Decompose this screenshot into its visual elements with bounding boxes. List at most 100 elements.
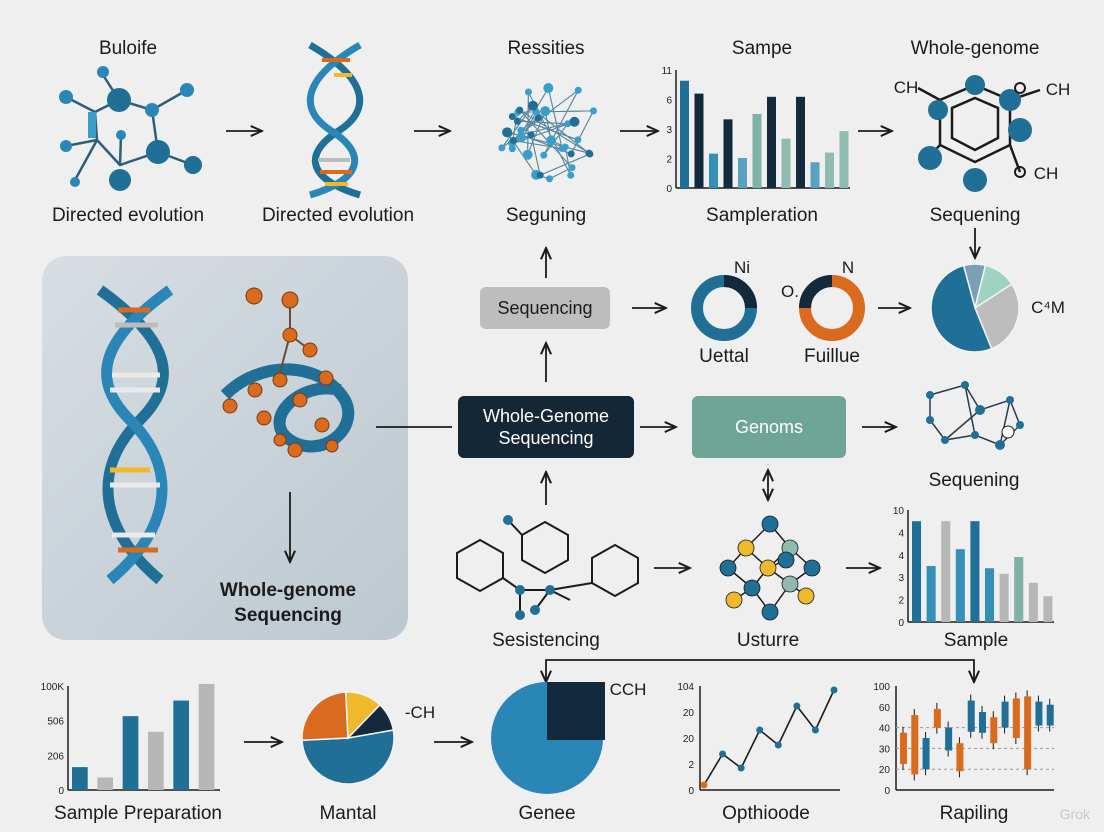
network-node	[498, 144, 506, 152]
col3-title: Ressities	[507, 38, 585, 59]
network-node	[590, 107, 598, 115]
network-node	[509, 137, 517, 145]
y-tick-label: 104	[677, 682, 694, 693]
network-edge	[535, 111, 591, 155]
wgs-line2: Sequencing	[498, 428, 594, 448]
genee-pie-chart	[491, 682, 605, 794]
pie-slice	[974, 282, 1020, 350]
mantal-pie-chart	[301, 691, 395, 785]
bar	[999, 573, 1009, 622]
genee-caption: Genee	[518, 803, 576, 824]
y-tick-label: 2	[898, 596, 904, 607]
y-tick-label: 30	[879, 744, 891, 755]
hexagon-atoms	[918, 75, 1032, 192]
cluster-atom	[777, 551, 795, 569]
bar	[926, 566, 936, 622]
line-point	[719, 750, 727, 758]
donut-chart-fuillue	[799, 275, 865, 341]
donut1-caption: Uettal	[699, 346, 749, 367]
col1-title: Buloife	[98, 38, 158, 59]
network-edge	[511, 87, 549, 150]
bar	[781, 138, 791, 188]
molecule-graph-icon	[65, 74, 194, 181]
y-tick-label: 10	[893, 506, 905, 517]
network-edge	[539, 153, 591, 176]
network-node	[502, 127, 513, 138]
bar	[1014, 557, 1024, 622]
y-tick-label: 0	[58, 786, 64, 797]
network-graph-nodes	[926, 381, 1024, 450]
y-tick-label: 0	[884, 786, 890, 797]
bar	[796, 96, 805, 188]
candle	[1046, 704, 1054, 726]
pie-slice	[930, 264, 993, 353]
network-cluster-icon	[498, 83, 598, 183]
network-node	[568, 164, 576, 172]
panel-title: Whole-genome Sequencing	[220, 578, 356, 628]
y-tick-label: 60	[879, 703, 891, 714]
benzene-atoms	[503, 515, 555, 620]
genoms-box[interactable]: Genoms	[692, 396, 846, 458]
network-node	[546, 135, 557, 146]
donut2-caption: Fuillue	[804, 346, 860, 367]
network-edge	[547, 87, 563, 149]
network-edge	[513, 140, 563, 150]
network-node	[586, 150, 594, 158]
molecule-caption: Sesistencing	[492, 630, 600, 651]
candle	[990, 717, 998, 744]
y-tick-label: 206	[47, 751, 64, 762]
line-series	[703, 689, 835, 786]
bar	[1028, 582, 1038, 622]
cluster-atom	[737, 539, 755, 557]
line-point	[793, 702, 801, 710]
molecule-atoms	[59, 66, 202, 191]
cluster-atom	[803, 559, 821, 577]
y-tick-label: 11	[662, 66, 673, 77]
line-point	[737, 764, 745, 772]
network-node	[574, 136, 582, 144]
cluster-atom	[725, 591, 743, 609]
network-node	[567, 150, 575, 158]
panel-dna-icon	[96, 285, 174, 585]
network-edge	[517, 110, 594, 113]
network-caption: Sequening	[928, 470, 1020, 491]
bar	[985, 568, 995, 622]
y-tick-label: 20	[879, 765, 891, 776]
benzene-molecule-icon	[456, 519, 639, 615]
y-tick-label: 4	[898, 528, 904, 539]
network-node	[567, 171, 575, 179]
cluster-atom	[761, 603, 779, 621]
network-edge	[527, 110, 546, 155]
bar	[709, 153, 718, 188]
genee-tag: CCH	[609, 680, 647, 699]
y-tick-label: 100	[873, 682, 890, 693]
bar	[941, 521, 951, 622]
bar	[148, 731, 164, 790]
mantal-caption: Mantal	[319, 803, 377, 824]
pie-slice	[547, 682, 605, 740]
dna-helix-icon	[306, 41, 364, 199]
y-tick-label: 0	[898, 618, 904, 629]
col5-caption: Sequening	[929, 205, 1021, 226]
y-tick-label: 20	[683, 708, 695, 719]
bar	[680, 80, 689, 188]
atom-ch-2: CH	[1045, 80, 1071, 99]
mantal-tag: -CH	[404, 703, 436, 722]
panel-protein-icon	[220, 287, 355, 458]
network-edge	[501, 105, 534, 149]
opthioode-caption: Opthioode	[722, 803, 810, 824]
candle	[900, 732, 907, 764]
cluster-atom	[743, 579, 761, 597]
sequencing-box[interactable]: Sequencing	[480, 287, 610, 329]
bar	[694, 93, 704, 188]
line-point	[700, 781, 708, 789]
bar	[955, 549, 965, 622]
line-point	[756, 726, 764, 734]
network-node	[558, 145, 566, 153]
line-point	[774, 741, 782, 749]
y-tick-label: 506	[47, 717, 64, 728]
donut2-tag2: O.	[781, 282, 799, 301]
